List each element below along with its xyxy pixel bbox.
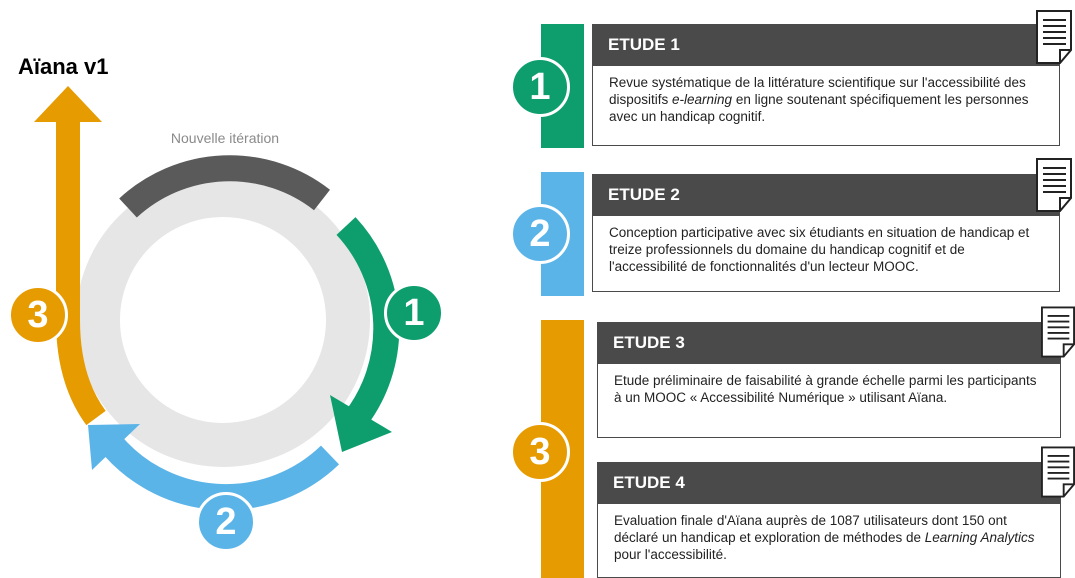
- step3-path: [56, 118, 106, 426]
- study2-description: Conception participative avec six étudia…: [592, 216, 1060, 292]
- study3-description: Etude préliminaire de faisabilité à gran…: [597, 364, 1061, 438]
- step2-badge: 2: [196, 492, 256, 552]
- step1-badge: 1: [384, 283, 444, 343]
- step3-arrowhead: [34, 86, 102, 122]
- document-icon: [1036, 10, 1072, 64]
- study2-badge: 2: [510, 204, 570, 264]
- study4-header: ETUDE 4: [597, 462, 1061, 504]
- cycle-ring: [76, 173, 370, 467]
- diagram-title: Aïana v1: [18, 54, 109, 79]
- step2-arrowhead: [88, 424, 140, 470]
- step1-arrowhead: [330, 395, 392, 452]
- document-icon: [1036, 158, 1072, 212]
- iteration-label: Nouvelle itération: [170, 130, 280, 146]
- document-icon: [1041, 306, 1075, 358]
- study2-header: ETUDE 2: [592, 174, 1060, 216]
- step3-badge: 3: [8, 285, 68, 345]
- study4-description: Evaluation finale d'Aïana auprès de 1087…: [597, 504, 1061, 578]
- study1-header: ETUDE 1: [592, 24, 1060, 66]
- study1-badge: 1: [510, 57, 570, 117]
- study1-description: Revue systématique de la littérature sci…: [592, 66, 1060, 146]
- iteration-arc: [119, 155, 330, 218]
- study3-header: ETUDE 3: [597, 322, 1061, 364]
- study3-badge: 3: [510, 422, 570, 482]
- document-icon: [1041, 446, 1075, 498]
